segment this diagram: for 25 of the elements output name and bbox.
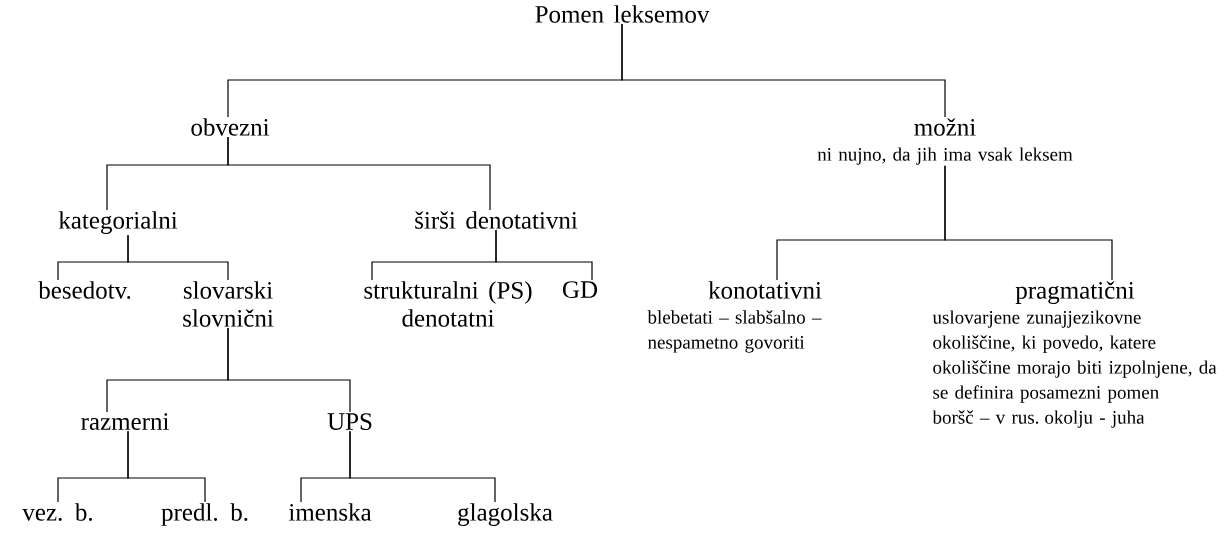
tree-line — [495, 229, 593, 281]
tree-line — [621, 23, 946, 118]
tree-label: kategorialni — [58, 211, 178, 234]
tree-line — [127, 430, 206, 503]
tree-label: UPS — [327, 413, 372, 430]
tree-label: slovarski slovnični — [183, 281, 274, 327]
tree-label: razmerni — [81, 413, 169, 430]
tree-label: obvezni — [191, 118, 270, 136]
tree-label: konotativni blebetati – slabšalno – nespametno govoriti — [647, 281, 822, 353]
tree-label: Pomen leksemov — [535, 5, 710, 23]
tree-label: imenska — [288, 503, 372, 521]
tree-label: glagolska — [458, 503, 553, 526]
tree-label: vez. b. — [22, 503, 92, 521]
tree-line — [127, 234, 229, 281]
tree-label: širši denotativni — [415, 211, 578, 229]
tree-label: besedotv. — [38, 281, 131, 299]
tree-label: možni ni nujno, da jih ima vsak leksem — [817, 118, 1073, 165]
tree-line — [227, 327, 351, 413]
tree-line — [944, 165, 1113, 281]
tree-label: strukturalni (PS) denotatni — [364, 281, 532, 327]
tree-line — [349, 430, 496, 503]
tree-label: GD — [562, 281, 598, 298]
tree-label: pragmatični uslovarjene zunajjezikovne okoliščine, ki povedo, katere okoliščine morajo biti izpolnjene, da se definira posamezni pomen boršč – v rus. okolju - juha — [932, 281, 1217, 428]
tree-line — [227, 136, 491, 211]
tree-label: predl. b. — [161, 503, 248, 526]
